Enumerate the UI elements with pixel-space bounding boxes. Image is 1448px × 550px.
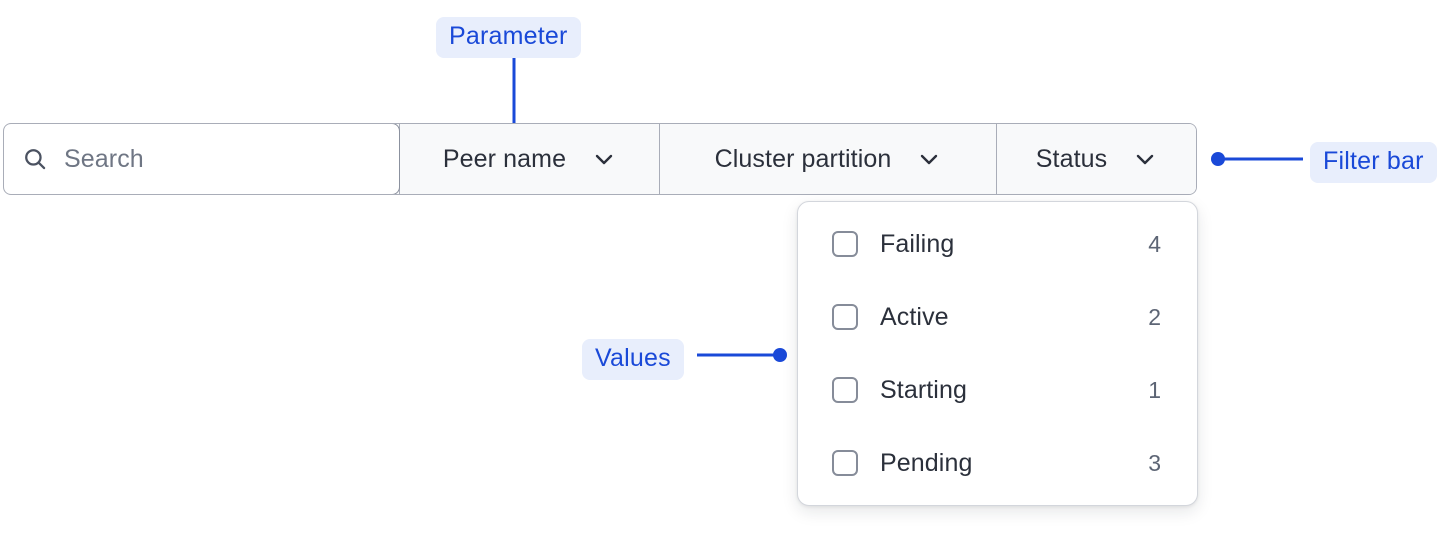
list-item[interactable]: Pending 3 [832,441,1161,485]
annotation-dot-filter-bar [1211,152,1225,166]
search-placeholder-text: Search [64,144,144,173]
chevron-down-icon [921,154,938,165]
annotation-label-parameter: Parameter [436,17,581,58]
list-item-count: 2 [1148,303,1161,330]
checkbox-pending[interactable] [832,450,858,476]
list-item-label: Pending [880,448,973,477]
filter-segment-status-label: Status [1035,144,1108,173]
list-item-count: 1 [1148,376,1161,403]
list-item-count: 3 [1148,449,1161,476]
list-item[interactable]: Failing 4 [832,222,1161,266]
search-input[interactable]: Search [4,124,400,194]
filter-segment-cluster-partition[interactable]: Cluster partition [659,124,996,194]
list-item-count: 4 [1148,230,1161,257]
checkbox-active[interactable] [832,304,858,330]
filter-bar: Search Peer name Cluster partition Statu… [3,123,1197,195]
list-item-label: Failing [880,229,955,258]
values-dropdown-panel: Failing 4 Active 2 Starting 1 Pending 3 [797,201,1198,506]
chevron-down-icon [595,154,613,165]
list-item[interactable]: Starting 1 [832,368,1161,412]
list-item-label: Active [880,302,949,331]
annotation-dot-values [773,348,787,362]
filter-segment-cluster-partition-label: Cluster partition [714,144,892,173]
annotation-label-values: Values [582,339,684,380]
checkbox-failing[interactable] [832,231,858,257]
filter-segment-status[interactable]: Status [996,124,1196,194]
annotation-label-filter-bar: Filter bar [1310,142,1437,183]
list-item[interactable]: Active 2 [832,295,1161,339]
checkbox-starting[interactable] [832,377,858,403]
chevron-down-icon [1137,154,1154,165]
filter-segment-peer-name[interactable]: Peer name [399,124,659,194]
list-item-label: Starting [880,375,967,404]
filter-segment-peer-name-label: Peer name [442,144,567,173]
search-icon [25,149,46,170]
